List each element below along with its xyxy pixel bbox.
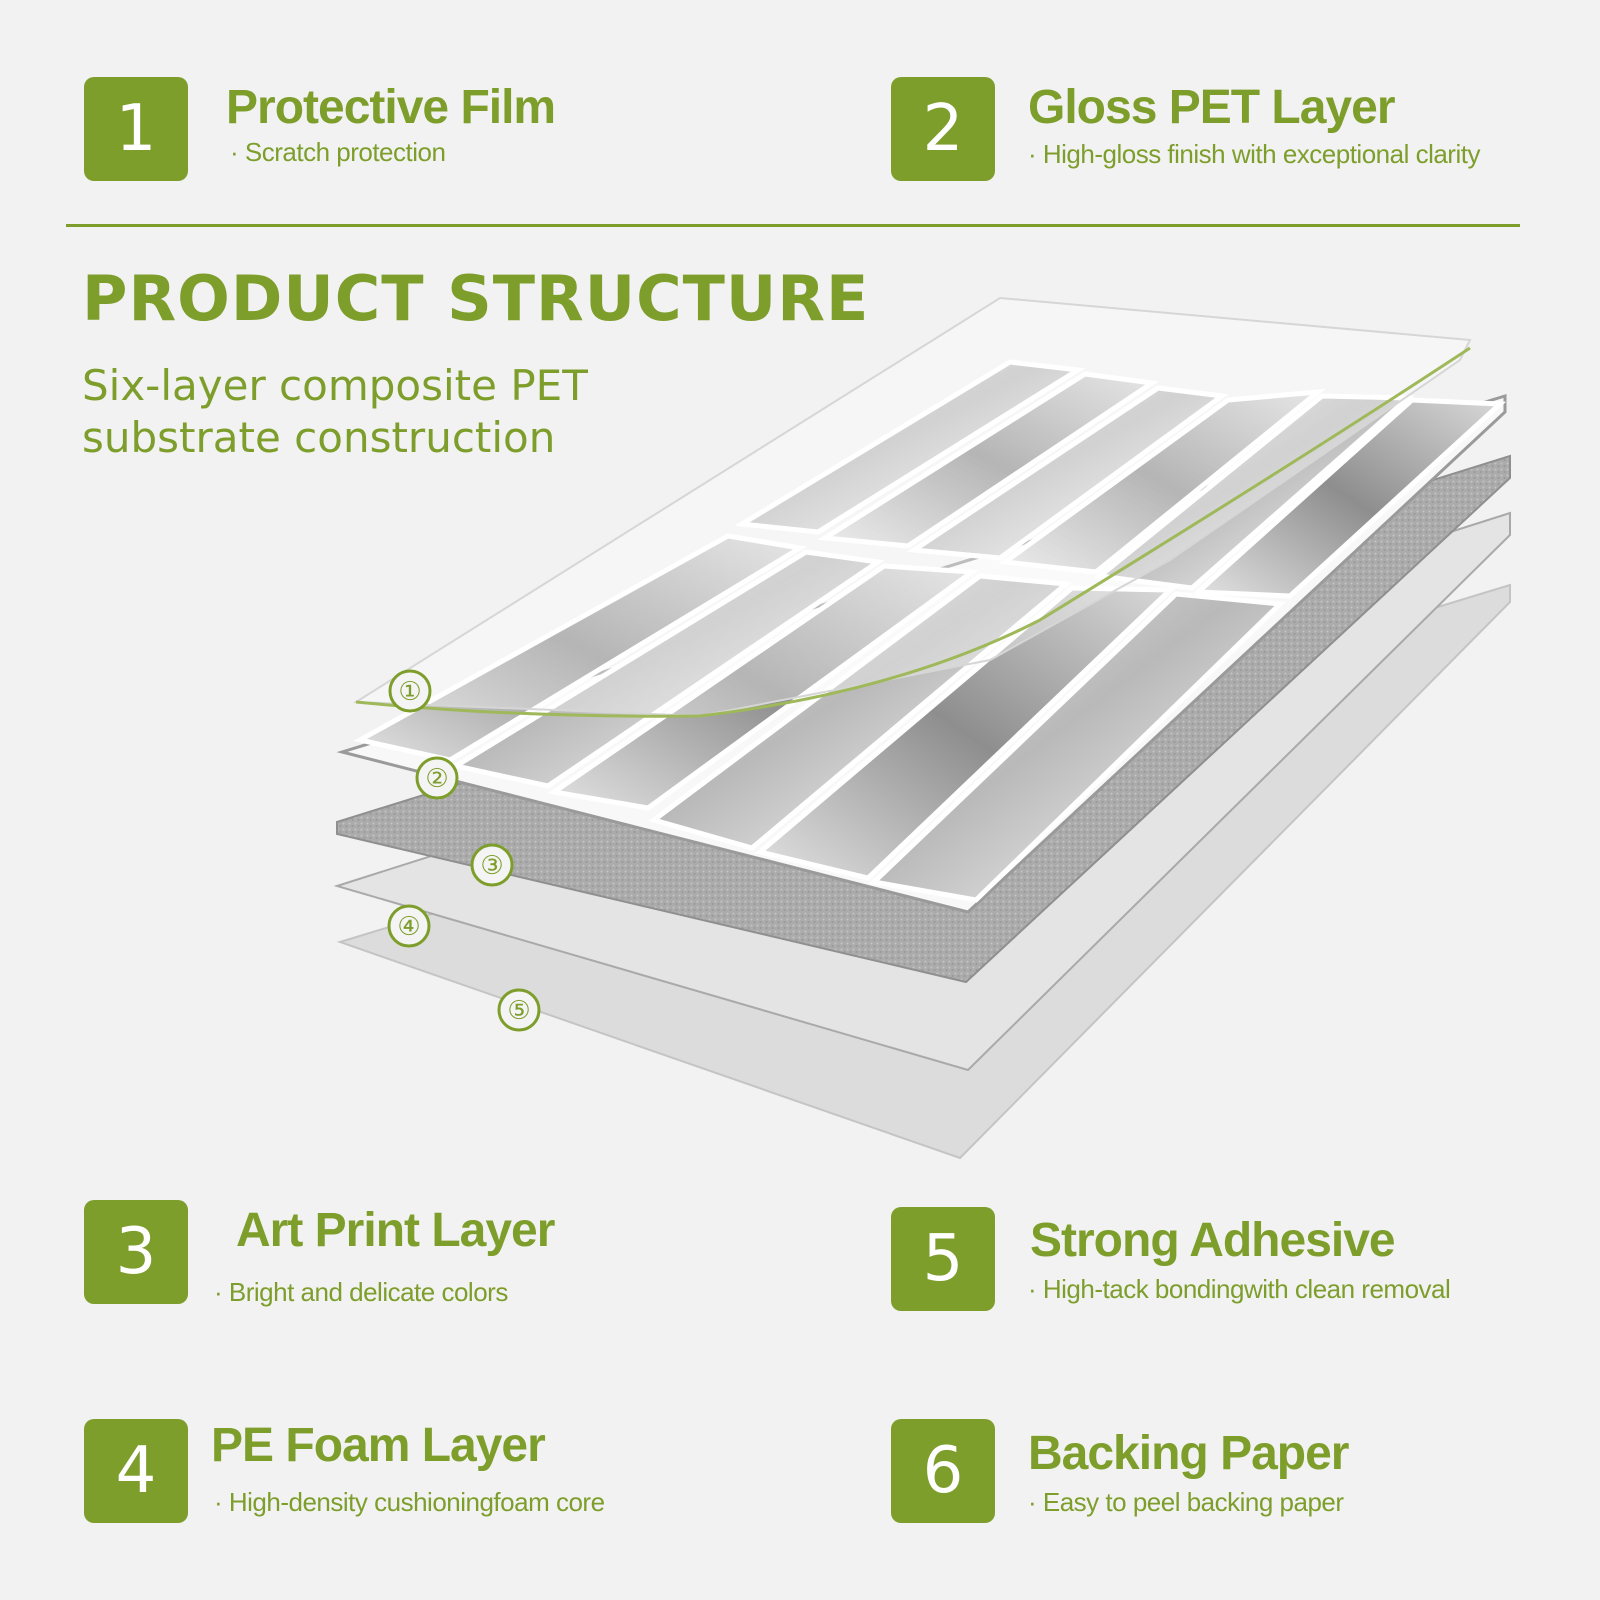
number-badge-4: 4 (84, 1419, 188, 1523)
number-badge-5: 5 (891, 1207, 995, 1311)
feature-title-2: Gloss PET Layer (1028, 81, 1395, 134)
divider-line (66, 224, 1520, 227)
film-edge-line (355, 346, 1471, 718)
tile-panel (336, 359, 1507, 914)
layer-marker-2: ② (415, 756, 459, 800)
svg-text:⑤: ⑤ (507, 996, 530, 1026)
feature-desc-2: · High-gloss finish with exceptional cla… (1028, 139, 1480, 169)
svg-text:④: ④ (397, 912, 420, 942)
layer-marker-3: ③ (470, 843, 514, 887)
number-badge-3: 3 (84, 1200, 188, 1304)
protective-film (352, 296, 1472, 718)
feature-desc-3: · Bright and delicate colors (214, 1277, 508, 1307)
number-badge-1: 1 (84, 77, 188, 181)
svg-text:②: ② (425, 764, 448, 794)
feature-title-5: Strong Adhesive (1030, 1214, 1396, 1267)
number-badge-6: 6 (891, 1419, 995, 1523)
page-subtitle: Six-layer composite PET substrate constr… (82, 361, 588, 462)
feature-title-3: Art Print Layer (236, 1204, 555, 1257)
feature-title-1: Protective Film (226, 81, 556, 134)
feature-desc-4: · High-density cushioningfoam core (214, 1487, 605, 1517)
feature-desc-6: · Easy to peel backing paper (1028, 1487, 1344, 1517)
feature-title-4: PE Foam Layer (211, 1419, 546, 1472)
svg-text:①: ① (398, 677, 421, 707)
feature-desc-1: · Scratch protection (230, 137, 446, 167)
layer-marker-1: ① (388, 669, 432, 713)
tile-grid (353, 359, 1507, 903)
layer-marker-4: ④ (387, 904, 431, 948)
page-title: PRODUCT STRUCTURE (82, 262, 870, 335)
layer-marker-5: ⑤ (497, 988, 541, 1032)
svg-text:③: ③ (480, 851, 503, 881)
layer-markers: ① ② ③ ④ ⑤ (387, 669, 541, 1032)
number-badge-2: 2 (891, 77, 995, 181)
feature-title-6: Backing Paper (1028, 1427, 1349, 1480)
feature-desc-5: · High-tack bondingwith clean removal (1028, 1274, 1451, 1304)
